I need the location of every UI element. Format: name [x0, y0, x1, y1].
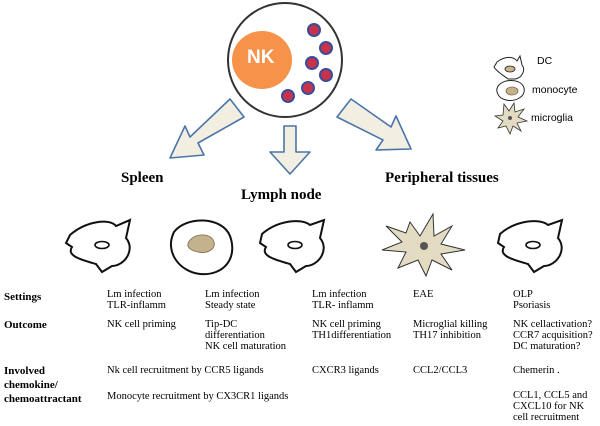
spleen-involved: Monocyte recruitment by CX3CR1 ligands	[107, 391, 289, 402]
cell-settings: Steady state	[205, 300, 256, 311]
cell-outcome: TH17 inhibition	[413, 330, 481, 341]
legend-label-dc: DC	[537, 55, 553, 67]
microglia-cell	[381, 212, 466, 278]
cell-involved-extra: CXCL10 for NK	[513, 401, 585, 412]
row-label-involved: chemoattractant	[4, 393, 82, 405]
cell-settings: Lm infection	[205, 289, 260, 300]
cell-outcome: TH1differentiation	[312, 330, 392, 341]
region-lymph-node: Lymph node	[241, 187, 322, 203]
dc-cell-peripheral	[496, 218, 564, 274]
cell-outcome: Tip-DC	[205, 319, 238, 330]
cell-outcome: NK cell priming	[312, 319, 381, 330]
nk-cell-nucleus	[232, 31, 292, 89]
legend-label-monocyte: monocyte	[532, 84, 578, 96]
dc-cell-spleen	[64, 218, 132, 274]
granule	[305, 56, 319, 70]
nk-label: NK	[247, 47, 275, 68]
cell-settings: Psoriasis	[513, 300, 551, 311]
arrow-to-peripheral	[336, 98, 412, 151]
cell-settings: TLR- inflamm	[312, 300, 374, 311]
cell-outcome: NK cell maturation	[205, 341, 287, 352]
granule	[307, 23, 321, 37]
cell-outcome: CCR7 acquisition?	[513, 330, 593, 341]
cell-outcome: NK cellactivation?	[513, 319, 593, 330]
arrow-to-lymph-node	[269, 125, 311, 175]
row-label-involved: chemokine/	[4, 379, 58, 391]
granule	[319, 41, 333, 55]
dc-cell-lymph-node	[258, 218, 326, 274]
arrow-to-spleen	[169, 98, 245, 159]
cell-involved: CXCR3 ligands	[312, 365, 379, 376]
cell-involved-extra: cell recruitment	[513, 412, 580, 423]
row-label-involved: Involved	[4, 365, 45, 377]
cell-involved: CCL2/CCL3	[413, 365, 468, 376]
cell-settings: Lm infection	[312, 289, 367, 300]
cell-outcome: Microglial killing	[413, 319, 488, 330]
cell-involved: Chemerin .	[513, 365, 560, 376]
nk-cell	[227, 2, 343, 118]
legend-label-microglia: microglia	[531, 112, 574, 124]
spleen-involved: Nk cell recruitment by CCR5 ligands	[107, 365, 264, 376]
granule	[319, 68, 333, 82]
granule	[281, 89, 295, 103]
region-spleen: Spleen	[121, 170, 164, 186]
cell-outcome: differentiation	[205, 330, 265, 341]
region-peripheral-tissues: Peripheral tissues	[385, 170, 499, 186]
legend-monocyte-icon	[496, 80, 525, 101]
monocyte-cell-spleen	[169, 219, 234, 276]
cell-involved-extra: CCL1, CCL5 and	[513, 390, 588, 401]
cell-settings: OLP	[513, 289, 533, 300]
legend-dc-icon	[493, 54, 525, 80]
cell-settings: EAE	[413, 289, 434, 300]
legend-microglia-icon	[493, 101, 529, 135]
row-label-outcome: Outcome	[4, 319, 47, 331]
cell-settings: Lm infection	[107, 289, 162, 300]
cell-settings: TLR-inflamm	[107, 300, 166, 311]
granule	[301, 81, 315, 95]
cell-outcome: NK cell priming	[107, 319, 176, 330]
row-label-settings: Settings	[4, 291, 42, 303]
cell-outcome: DC maturation?	[513, 341, 581, 352]
